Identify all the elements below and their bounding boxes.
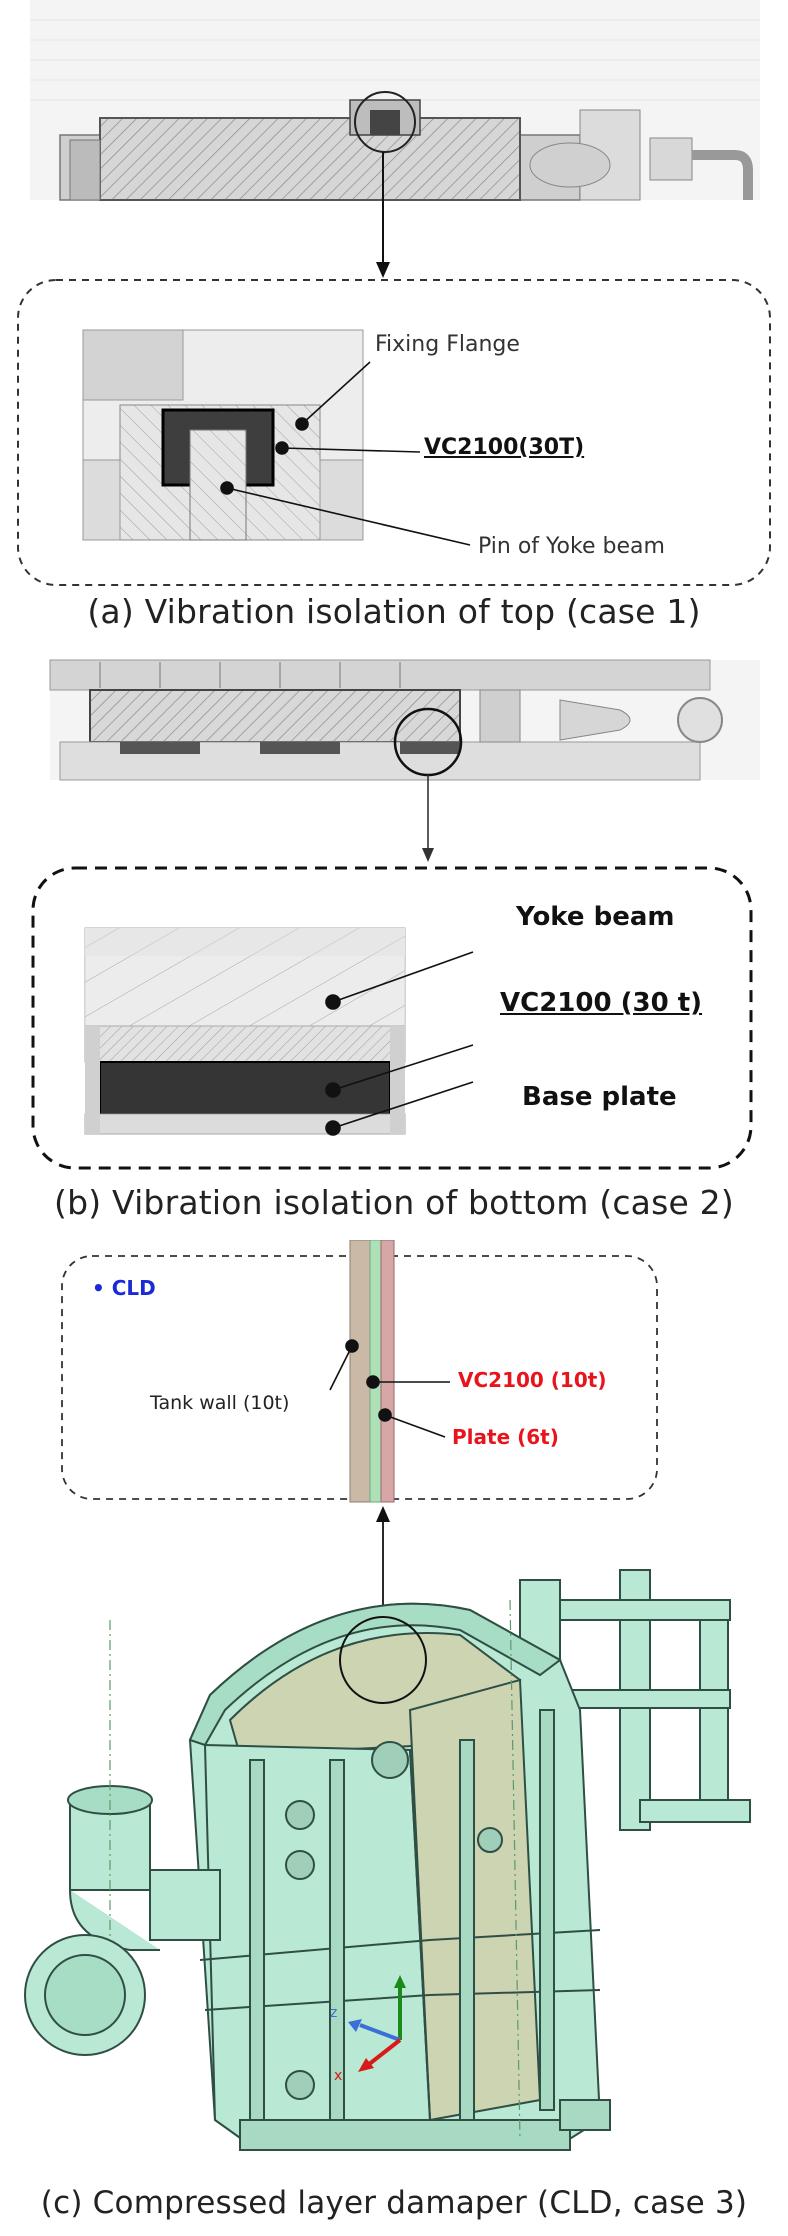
axis-label-z: z [330,2005,338,2021]
panel-b-detail-box [31,866,753,1170]
panel-a-detail-drawing [82,329,364,541]
label-tank-wall: Tank wall (10t) [150,1392,290,1414]
label-cld-legend: • CLD [92,1276,156,1300]
axis-label-x: x [334,2068,343,2084]
label-yoke-beam: Yoke beam [516,902,675,932]
label-fixing-flange: Fixing Flange [375,332,520,357]
caption-c: (c) Compressed layer damaper (CLD, case … [40,2185,748,2221]
label-vc2100-30t: VC2100(30T) [424,435,585,460]
panel-a-detail-box [17,279,771,586]
label-plate-6t: Plate (6t) [452,1425,559,1449]
label-vc2100-30-t: VC2100 (30 t) [500,988,703,1018]
panel-c-detail-circle [339,1616,427,1704]
label-pin-of-yoke-beam: Pin of Yoke beam [478,534,665,559]
caption-b: (b) Vibration isolation of bottom (case … [54,1183,734,1222]
label-base-plate: Base plate [522,1082,677,1112]
axis-triad [348,1975,406,2072]
caption-a: (a) Vibration isolation of top (case 1) [87,592,701,631]
panel-b-detail-drawing [84,927,406,1135]
panel-c-figure [24,1240,751,2151]
top-section-view [30,0,760,201]
cld-layer-stack [349,1240,395,1503]
label-vc2100-10t: VC2100 (10t) [458,1368,607,1392]
transformer-tank-model [24,1569,751,2151]
bottom-section-view [49,659,760,781]
panel-b-figure [31,659,760,1170]
panel-a-figure [17,0,771,586]
